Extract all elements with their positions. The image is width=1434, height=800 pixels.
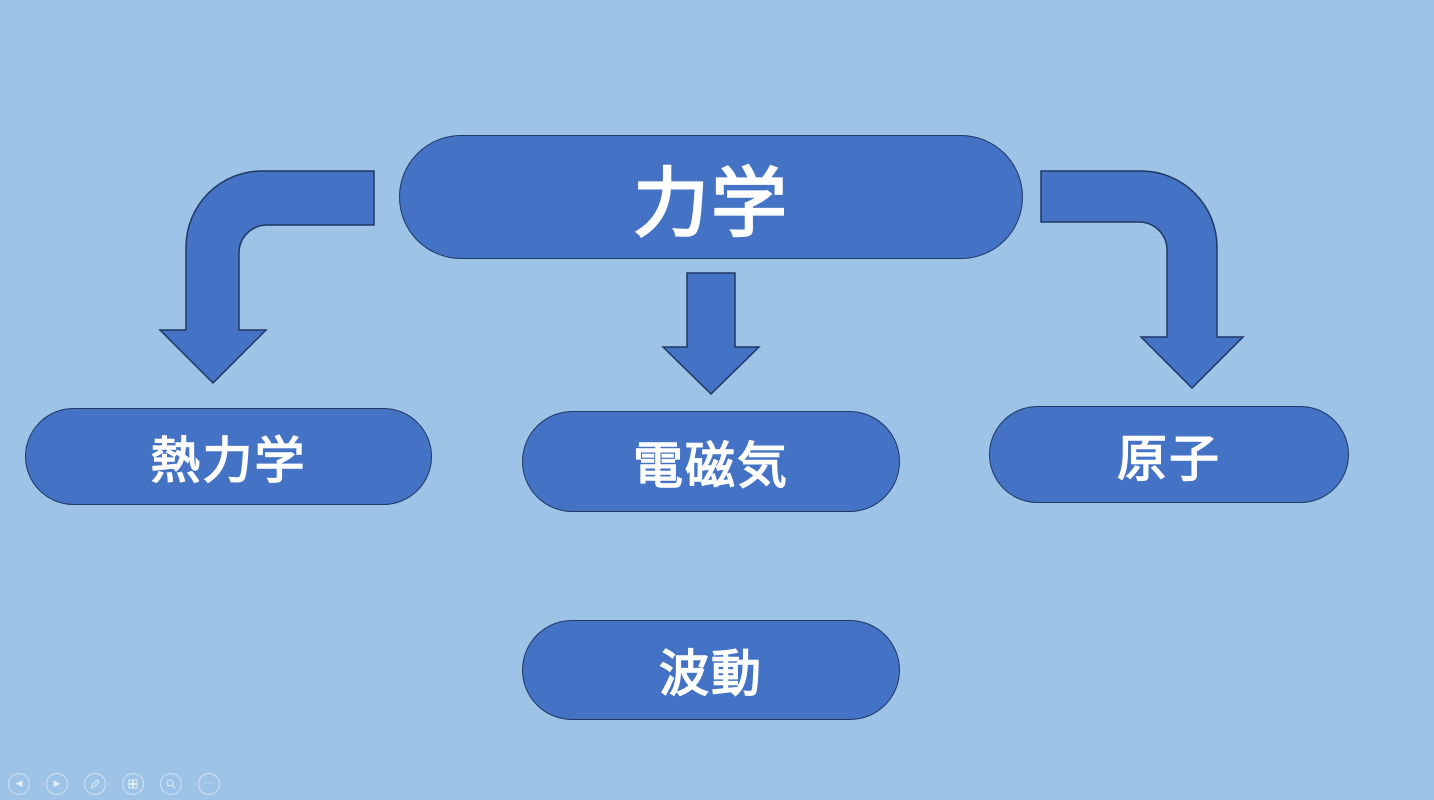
- zoom-button[interactable]: [160, 773, 182, 795]
- next-slide-button[interactable]: ▶: [46, 773, 68, 795]
- arrow-right-icon: ▶: [53, 778, 61, 789]
- pen-icon: [90, 779, 100, 789]
- previous-slide-button[interactable]: ◀: [8, 773, 30, 795]
- node-wave: 波動: [522, 620, 900, 720]
- node-mechanics-label: 力学: [633, 159, 789, 248]
- node-wave-label: 波動: [659, 645, 763, 703]
- ellipsis-icon: ⋯: [204, 778, 214, 789]
- pen-tool-button[interactable]: [84, 773, 106, 795]
- magnifier-icon: [166, 779, 176, 789]
- node-thermodynamics-label: 熱力学: [150, 431, 307, 490]
- bent-arrow-right: [1040, 170, 1245, 390]
- node-electromagnetism: 電磁気: [522, 411, 900, 512]
- node-mechanics: 力学: [399, 135, 1023, 259]
- down-arrow-center: [661, 272, 761, 396]
- see-all-slides-button[interactable]: [122, 773, 144, 795]
- presentation-toolbar: ◀ ▶ ⋯: [8, 773, 220, 797]
- node-electromagnetism-label: 電磁気: [633, 436, 789, 495]
- node-atom-label: 原子: [1117, 429, 1221, 488]
- arrow-left-icon: ◀: [15, 778, 23, 789]
- more-options-button[interactable]: ⋯: [198, 773, 220, 795]
- node-thermodynamics: 熱力学: [25, 408, 432, 505]
- node-atom: 原子: [989, 406, 1349, 503]
- bent-arrow-left: [158, 170, 375, 385]
- grid-icon: [128, 779, 138, 789]
